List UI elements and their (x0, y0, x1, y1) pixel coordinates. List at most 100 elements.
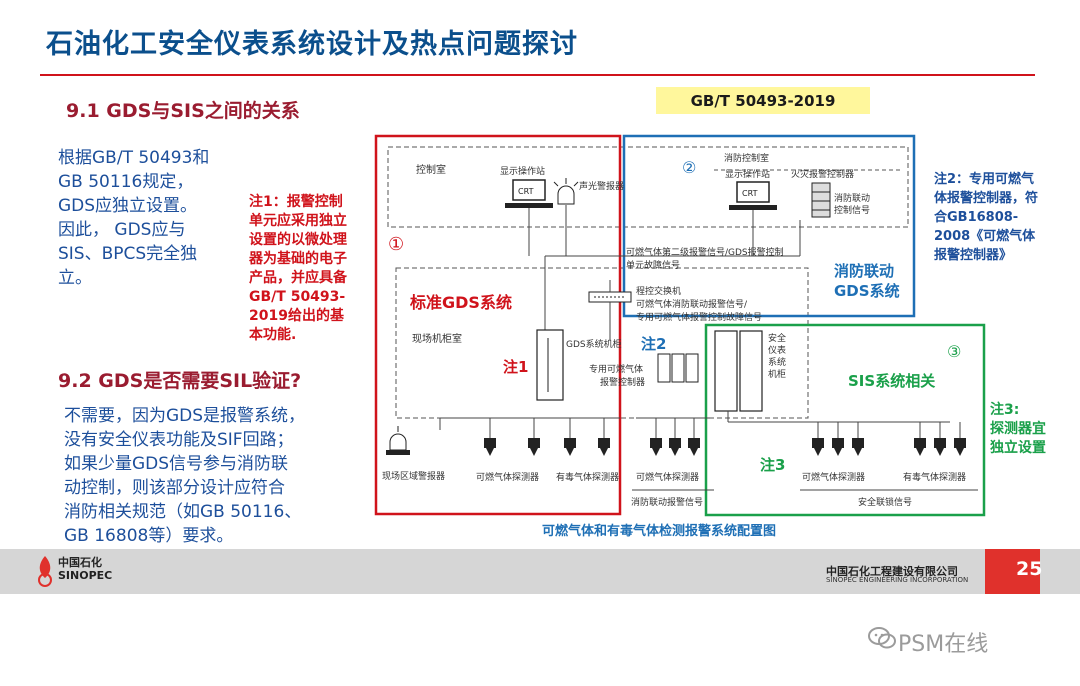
note1-line: 产品，并应具备 (249, 270, 347, 286)
page-number: 25 (1016, 558, 1043, 580)
box2-number: ② (682, 158, 696, 177)
switch-icon (588, 291, 632, 303)
signal-line-top-label: 可燃气体第二级报警信号/GDS报警控制 (626, 246, 784, 258)
box2-label-line: 消防联动 (834, 262, 894, 280)
fire-control-room-label: 消防控制室 (724, 152, 769, 164)
note3: 注3: 探测器宜 独立设置 (990, 401, 1070, 458)
combustible-detector-icon (832, 422, 844, 456)
title-rule (40, 74, 1035, 76)
field-room-label: 现场机柜室 (412, 332, 462, 345)
combustible-detector-label: 可燃气体探测器 (636, 471, 699, 483)
sis-cabinet-label-line: 机柜 (768, 368, 786, 380)
section2-line: 不需要，因为GDS是报警系统， (64, 406, 306, 426)
section1-line: 根据GB/T 50493和 (58, 148, 210, 168)
section2-line: 没有安全仪表功能及SIF回路； (64, 430, 294, 450)
switch-label-line: 可燃气体消防联动报警信号/ (636, 298, 748, 310)
combustible-detector-label: 可燃气体探测器 (476, 471, 539, 483)
box1-number: ① (388, 234, 404, 255)
section1-line: 因此， GDS应与 (58, 220, 186, 240)
page-title: 石油化工安全仪表系统设计及热点问题探讨 (46, 29, 578, 60)
toxic-detector-icon (564, 418, 576, 456)
note1-line: 本功能. (249, 327, 297, 343)
box3-number: ③ (947, 342, 961, 361)
footer-logo-text: 中国石化 SINOPEC (58, 556, 112, 582)
dedicated-controller-label-line: 报警控制器 (600, 376, 645, 388)
note2-line: 2008《可燃气体 (934, 229, 1036, 244)
note1: 注1：报警控制 单元应采用独立 设置的以微处理 器为基础的电子 产品，并应具备 … (249, 193, 381, 345)
box3-sis-related (704, 323, 986, 517)
section2-line: 如果少量GDS信号参与消防联 (64, 454, 289, 474)
display-station-label: 显示操作站 (500, 165, 545, 177)
note2-line: 体报警控制器，符 (934, 191, 1039, 206)
combustible-detector-icon (528, 418, 540, 456)
fire-linkage-signal-label: 消防联动报警信号 (631, 496, 703, 508)
section1-heading: 9.1 GDS与SIS之间的关系 (66, 100, 300, 122)
note3-line: 探测器宜 (990, 421, 1046, 437)
wechat-icon (868, 627, 896, 649)
note2-line: 合GB16808- (934, 210, 1019, 225)
detector-icons (484, 418, 966, 456)
footer-company-cn: 中国石化工程建设有限公司 (826, 565, 958, 578)
section2-heading: 9.2 GDS是否需要SIL验证? (58, 370, 302, 392)
note1-line: 设置的以微处理 (249, 232, 347, 248)
note1-line: GB/T 50493- (249, 289, 346, 305)
section1-body: 根据GB/T 50493和 GB 50116规定， GDS应独立设置。 因此， … (58, 146, 248, 290)
note2-line: 注2：专用可燃气 (934, 172, 1035, 187)
box1-standard-gds (374, 134, 622, 516)
fire-linkage-label-line: 控制信号 (834, 204, 870, 216)
section1-line: SIS、BPCS完全独 (58, 244, 198, 264)
note2: 注2：专用可燃气 体报警控制器，符 合GB16808- 2008《可燃气体 报警… (934, 170, 1074, 265)
note3-line: 注3: (990, 402, 1020, 418)
crt-monitor-icon: CRT (505, 179, 553, 208)
section2-line: GB 16808等）要求。 (64, 526, 234, 546)
toxic-detector-icon (954, 422, 966, 456)
toxic-detector-label: 有毒气体探测器 (903, 471, 966, 483)
combustible-detector-icon (688, 418, 700, 456)
safety-interlock-signal-label: 安全联锁信号 (858, 496, 912, 508)
section2-line: 动控制，则该部分设计应符合 (64, 478, 285, 498)
fire-linkage-label-line: 消防联动 (834, 192, 870, 204)
combustible-detector-icon (852, 422, 864, 456)
note1-line: 器为基础的电子 (249, 251, 347, 267)
fire-alarm-controller-label: 火灾报警控制器 (791, 168, 854, 180)
switch-label-line: 程控交换机 (636, 285, 681, 297)
signal-line-top-2-label: 单元故障信号 (626, 259, 680, 271)
footer-logo-line: 中国石化 (58, 556, 102, 569)
note1-line: 注1：报警控制 (249, 194, 343, 210)
toxic-detector-label: 有毒气体探测器 (556, 471, 619, 483)
section1-line: 立。 (58, 268, 92, 288)
note1-line: 2019给出的基 (249, 308, 344, 324)
section1-line: GB 50116规定， (58, 172, 194, 192)
gds-configuration-diagram: ① ② ③ 标准GDS系统 消防联动 GDS系统 SIS系统相关 注1 注2 注… (374, 134, 986, 539)
box2-label-line: GDS系统 (834, 282, 900, 300)
sis-cabinet-label-line: 安全 (768, 332, 786, 344)
sis-cabinet-icon (714, 330, 738, 412)
marker-note2: 注2 (641, 335, 666, 353)
marker-note1: 注1 (503, 358, 528, 376)
display-station-2-label: 显示操作站 (725, 168, 770, 180)
control-room-frame (387, 146, 909, 228)
switch-label-line: 专用可燃气体报警控制故障信号 (636, 311, 762, 323)
watermark-text: PSM在线 (898, 632, 989, 657)
toxic-detector-icon (914, 422, 926, 456)
field-area-alarm-icon (386, 426, 410, 455)
combustible-detector-label: 可燃气体探测器 (802, 471, 865, 483)
marker-note3: 注3 (760, 456, 785, 474)
crt-monitor-2-icon: CRT (729, 181, 777, 210)
sis-cabinet-icon (739, 330, 763, 412)
sis-cabinet-label-line: 系统 (768, 356, 786, 368)
combustible-detector-icon (650, 418, 662, 456)
section2-body: 不需要，因为GDS是报警系统， 没有安全仪表功能及SIF回路； 如果少量GDS信… (64, 404, 364, 548)
field-alarm-label: 现场区域警报器 (382, 470, 445, 482)
fire-alarm-controller-icon (811, 182, 831, 218)
toxic-detector-icon (934, 422, 946, 456)
crt-2-label: CRT (742, 189, 758, 198)
section2-line: 消防相关规范（如GB 50116、 (64, 502, 302, 522)
combustible-detector-icon (484, 418, 496, 456)
sound-light-alarm-icon (553, 178, 579, 205)
page-number-box (985, 549, 1040, 594)
crt-label: CRT (518, 187, 534, 196)
diagram-caption: 可燃气体和有毒气体检测报警系统配置图 (542, 523, 776, 539)
gds-cabinet-label: GDS系统机柜 (566, 338, 622, 350)
combustible-detector-icon (812, 422, 824, 456)
